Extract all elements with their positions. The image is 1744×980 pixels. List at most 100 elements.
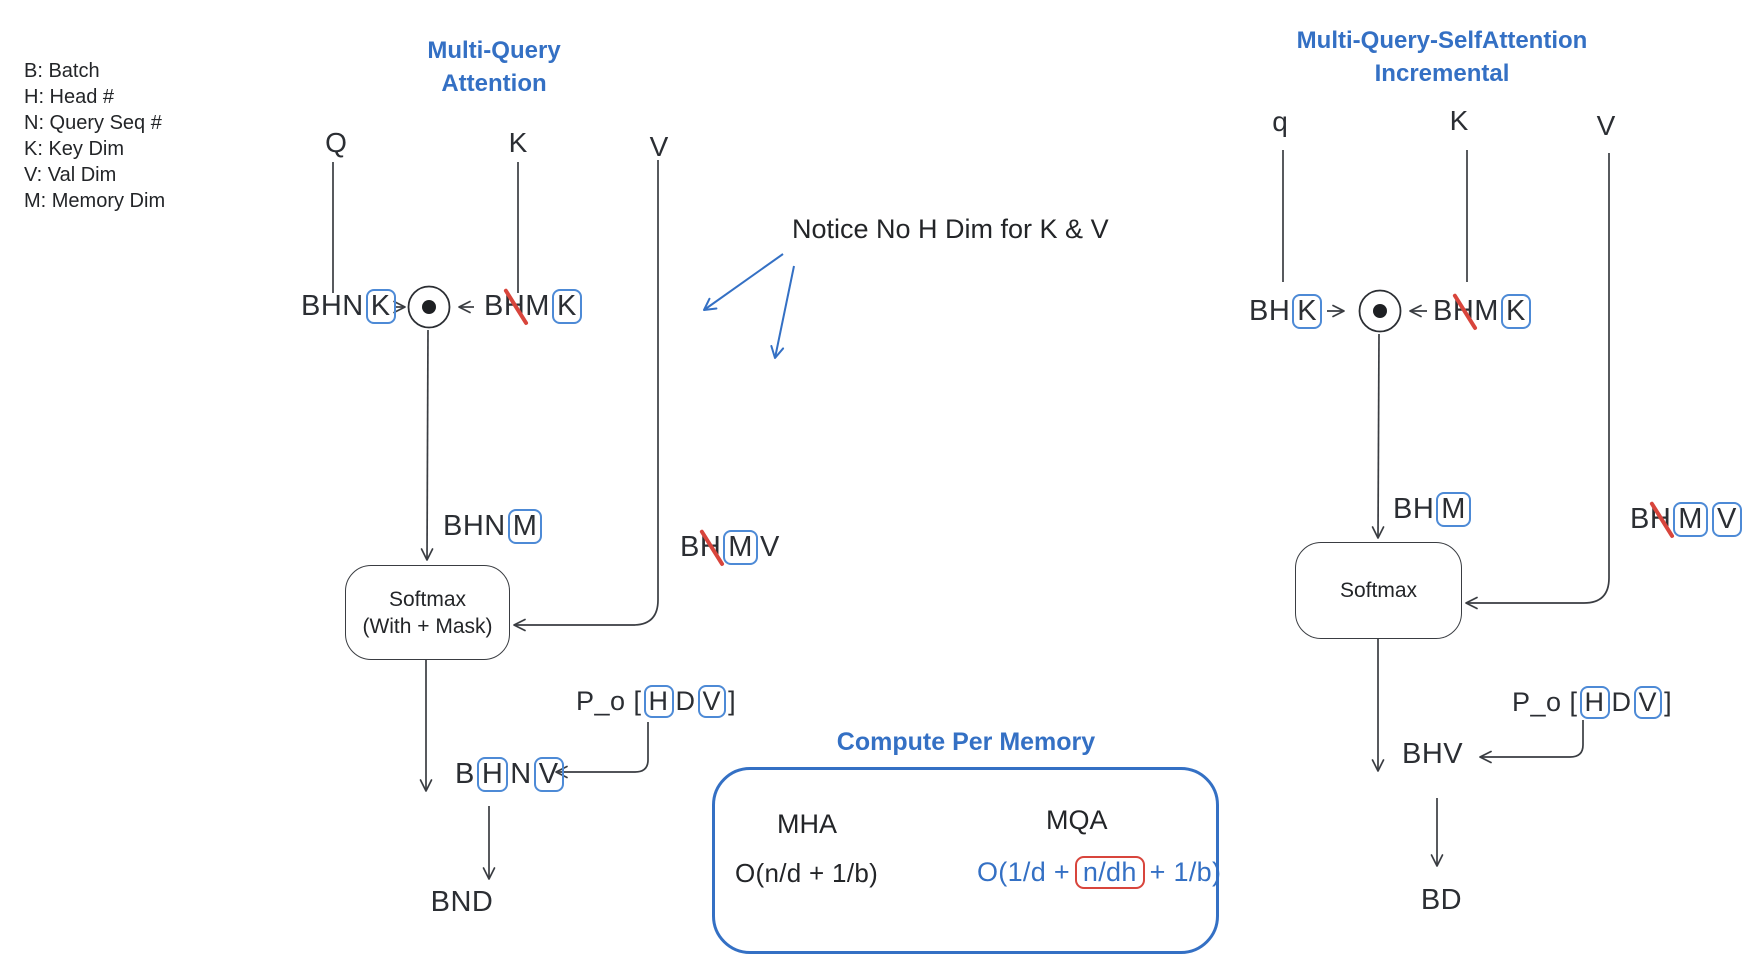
red-slashed-char: H xyxy=(1452,295,1475,327)
blue-boxed-char: M xyxy=(1673,502,1708,538)
blue-boxed-char: V xyxy=(697,685,727,719)
blue-boxed-char: M xyxy=(723,530,758,566)
red-boxed-term: n/dh xyxy=(1074,856,1145,890)
right-diagram-title: Multi-Query-SelfAttention Incremental xyxy=(1272,24,1612,90)
char: B xyxy=(455,758,475,790)
char: V xyxy=(759,531,780,563)
blue-boxed-char: M xyxy=(507,509,543,545)
softmax-box-right: Softmax xyxy=(1295,542,1462,639)
char: B xyxy=(301,290,321,322)
arrow-dot-to-softmax-right xyxy=(1371,333,1385,539)
input-label-k-left: K xyxy=(508,127,528,158)
legend-item: N: Query Seq # xyxy=(24,112,162,134)
char: B xyxy=(1249,295,1269,327)
v-line-into-softmax-left xyxy=(513,160,659,632)
blue-boxed-char: V xyxy=(1711,502,1742,538)
dot-product-icon-right xyxy=(1358,289,1402,333)
legend-item: B: Batch xyxy=(24,60,100,82)
arrow-po-to-bhv xyxy=(1479,720,1584,764)
input-label-q-right: q xyxy=(1272,106,1288,137)
legend-item: K: Key Dim xyxy=(24,138,125,160)
left-diagram-title: Multi-Query Attention xyxy=(344,34,644,100)
legend-item: H: Head # xyxy=(24,86,115,108)
char: + 1/b) xyxy=(1149,857,1222,887)
char: B xyxy=(1433,295,1453,327)
blue-boxed-char: V xyxy=(533,757,564,793)
label-bhv: BHV xyxy=(1402,738,1464,770)
char: B xyxy=(680,531,700,563)
blue-boxed-char: M xyxy=(1436,492,1471,528)
char: P_o [ xyxy=(1512,687,1578,717)
red-slashed-char: H xyxy=(503,290,526,322)
blue-boxed-char: V xyxy=(1633,686,1663,720)
notice-annotation: Notice No H Dim for K & V xyxy=(792,214,1109,244)
blue-boxed-char: K xyxy=(1292,294,1323,330)
compute-panel-title: Compute Per Memory xyxy=(836,728,1096,756)
output-bd: BD xyxy=(1420,884,1463,916)
char: N xyxy=(342,290,364,322)
red-slashed-char: H xyxy=(1649,503,1672,535)
right-title-line1: Multi-Query-SelfAttention xyxy=(1296,27,1588,54)
softmax-label: Softmax xyxy=(1339,579,1418,602)
blue-boxed-char: H xyxy=(643,685,674,719)
legend: B: Batch H: Head # N: Query Seq # K: Key… xyxy=(24,58,165,214)
output-bnd: BND xyxy=(430,886,494,918)
input-label-v-right: V xyxy=(1596,110,1616,141)
softmax-mask-label: (With + Mask) xyxy=(362,614,493,638)
mqa-formula: O(1/d +n/dh+ 1/b) xyxy=(977,856,1222,890)
char: M xyxy=(525,290,550,322)
char: ] xyxy=(728,686,737,716)
char: O(1/d + xyxy=(977,857,1070,887)
char: H xyxy=(320,290,343,322)
char: N xyxy=(510,758,532,790)
char: B xyxy=(1630,503,1650,535)
softmax-label: Softmax xyxy=(388,587,467,611)
arrow-po-to-bhnv xyxy=(555,722,649,779)
blue-boxed-char: H xyxy=(476,757,509,793)
char: H xyxy=(462,510,485,542)
char: D xyxy=(675,686,696,716)
char: ] xyxy=(1664,687,1673,717)
blue-boxed-char: H xyxy=(1579,686,1610,720)
char: M xyxy=(1474,295,1499,327)
legend-item: M: Memory Dim xyxy=(24,190,166,212)
blue-boxed-char: K xyxy=(551,289,582,325)
input-label-q-left: Q xyxy=(325,127,347,158)
char: B xyxy=(1393,493,1413,525)
v-line-into-softmax-right xyxy=(1465,153,1610,610)
notice-arrow-to-v xyxy=(770,265,795,359)
compute-panel-box xyxy=(712,767,1219,954)
softmax-box-left: Softmax (With + Mask) xyxy=(345,565,510,660)
legend-item: V: Val Dim xyxy=(24,164,117,186)
char: P_o [ xyxy=(576,686,642,716)
char: D xyxy=(1611,687,1632,717)
blue-boxed-char: K xyxy=(365,289,396,325)
mqa-label: MQA xyxy=(1046,805,1108,835)
notice-arrow-to-k xyxy=(703,253,784,311)
blue-boxed-char: K xyxy=(1500,294,1531,330)
char: H xyxy=(1412,493,1435,525)
left-title-line2: Attention xyxy=(441,70,547,97)
input-label-k-right: K xyxy=(1449,105,1469,136)
arrow-dot-to-softmax-left xyxy=(420,329,434,561)
char: B xyxy=(443,510,463,542)
char: H xyxy=(1268,295,1291,327)
mha-formula: O(n/d + 1/b) xyxy=(735,858,879,888)
dot-product-icon-left xyxy=(407,285,451,329)
mha-label: MHA xyxy=(777,809,837,839)
input-label-v-left: V xyxy=(649,131,669,162)
char: B xyxy=(484,290,504,322)
char: N xyxy=(484,510,506,542)
left-title-line1: Multi-Query xyxy=(427,37,561,64)
red-slashed-char: H xyxy=(699,531,722,563)
